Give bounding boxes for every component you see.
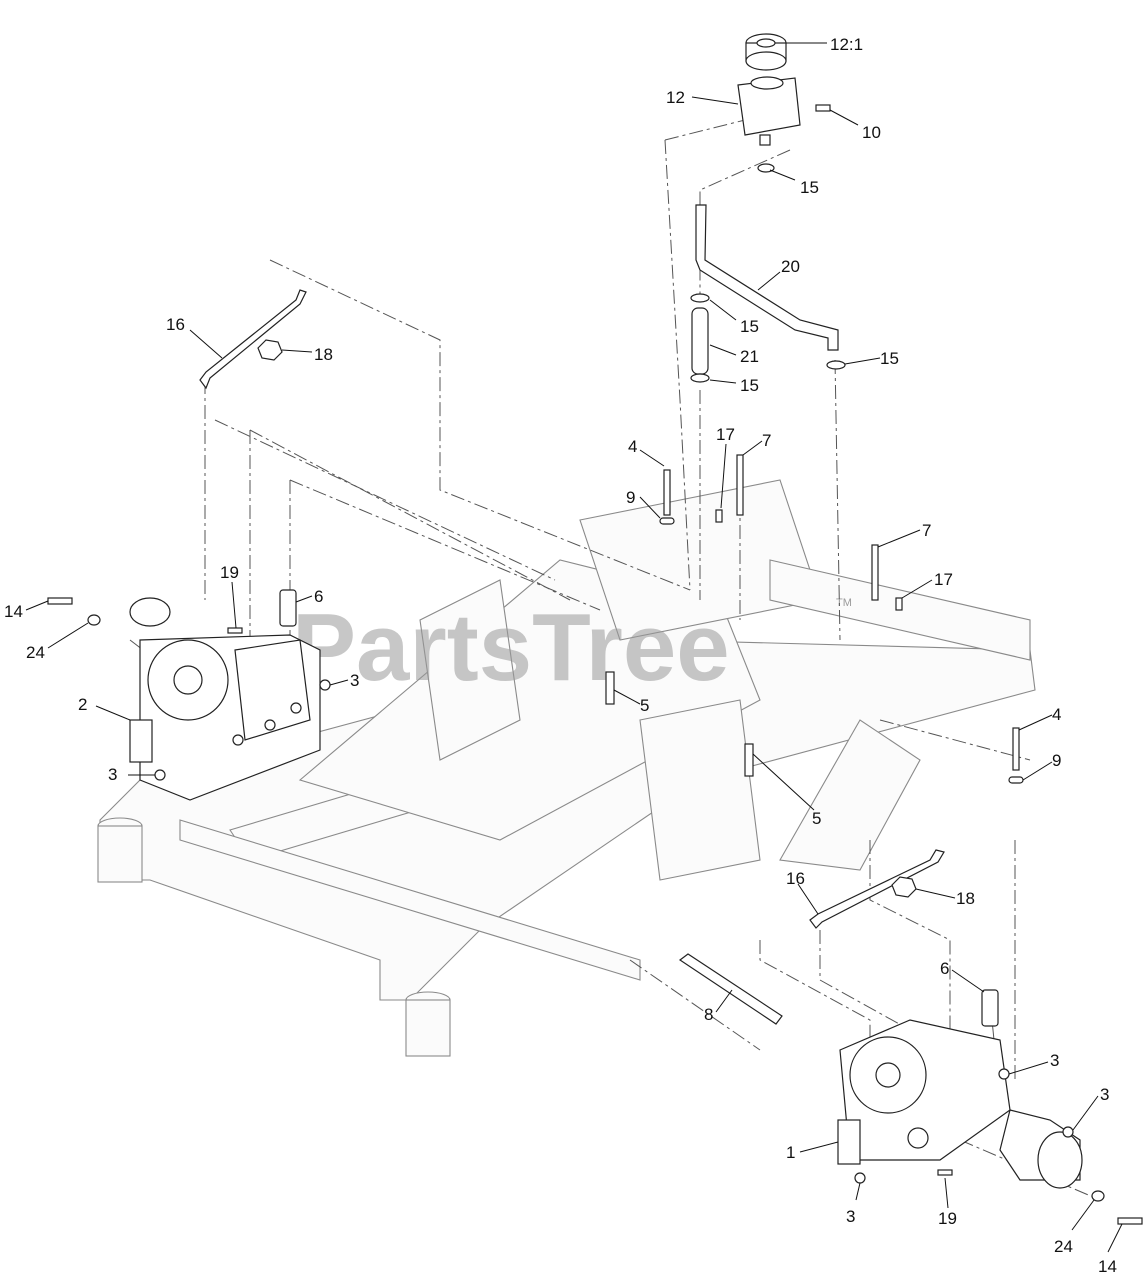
callout-label: 3 — [350, 671, 359, 690]
callout-label: 16 — [166, 315, 185, 334]
callout-label: 9 — [626, 488, 635, 507]
callout-label: 16 — [786, 869, 805, 888]
clamp-15-d — [826, 360, 846, 370]
mower-frame — [97, 479, 1036, 1057]
watermark-tm: TM — [836, 597, 852, 609]
washer-24-left — [87, 614, 101, 626]
nut-3-right-a — [998, 1068, 1010, 1080]
washer-9-right — [1008, 776, 1024, 784]
callout-label: 4 — [1052, 705, 1061, 724]
callout-label: 8 — [704, 1005, 713, 1024]
callout-label: 15 — [880, 349, 899, 368]
callout-label: 5 — [640, 696, 649, 715]
washer-9-top — [659, 517, 675, 525]
callout-label: 3 — [1100, 1085, 1109, 1104]
callout-label: 3 — [1050, 1051, 1059, 1070]
screw-10 — [815, 104, 831, 112]
bolt-7-top — [736, 454, 744, 516]
callout-label: 19 — [938, 1209, 957, 1228]
callout-label: 17 — [934, 570, 953, 589]
nut-3-left-b — [154, 769, 166, 781]
callout-label: 2 — [78, 695, 87, 714]
callout-label: 6 — [314, 587, 323, 606]
bolt-5-b — [744, 743, 754, 777]
callout-label: 15 — [800, 178, 819, 197]
bolt-14-left — [47, 597, 73, 605]
bolt-7-right — [871, 544, 879, 601]
callout-label: 3 — [108, 765, 117, 784]
nut-3-right-b — [1062, 1126, 1074, 1138]
callout-label: 18 — [314, 345, 333, 364]
hydro-pump-right-icon — [837, 1019, 1083, 1189]
callout-label: 24 — [26, 643, 45, 662]
bracket-16-left — [199, 289, 307, 390]
callout-label: 1 — [786, 1143, 795, 1162]
phantom-lines — [129, 119, 1101, 1201]
callout-label: 14 — [1098, 1257, 1117, 1276]
spacer-6-right — [981, 989, 999, 1027]
callout-label: 17 — [716, 425, 735, 444]
callout-label: 18 — [956, 889, 975, 908]
nut-3-left-a — [319, 679, 331, 691]
hose-20-icon — [695, 204, 839, 351]
callout-label: 12:1 — [830, 35, 863, 54]
bolt-4-top — [663, 469, 671, 516]
callout-label: 20 — [781, 257, 800, 276]
callout-label: 4 — [628, 437, 637, 456]
callout-label: 7 — [922, 521, 931, 540]
pin-17-top — [715, 509, 723, 523]
reservoir-tank-icon — [737, 76, 801, 146]
spacer-6-left — [279, 589, 297, 627]
clamp-15-b — [690, 293, 710, 303]
pin-19-left — [227, 627, 243, 634]
pin-19-right — [937, 1169, 953, 1176]
pin-17-right — [895, 597, 903, 611]
callout-label: 19 — [220, 563, 239, 582]
callout-label: 21 — [740, 347, 759, 366]
callout-label: 6 — [940, 959, 949, 978]
callout-label: 12 — [666, 88, 685, 107]
fill-cap-icon — [745, 33, 787, 71]
bolt-5-a — [605, 671, 615, 705]
callout-label: 15 — [740, 376, 759, 395]
bolt-4-right — [1012, 727, 1020, 771]
clamp-15-c — [690, 373, 710, 383]
callout-label: 3 — [846, 1207, 855, 1226]
bracket-16-right — [809, 849, 945, 929]
watermark-text: PartsTree — [292, 594, 730, 701]
callout-labels: 12:1 12 10 15 20 15 21 15 15 16 18 19 6 … — [4, 35, 1117, 1276]
callout-label: 24 — [1054, 1237, 1073, 1256]
hose-21-icon — [691, 307, 709, 375]
callout-label: 15 — [740, 317, 759, 336]
hydro-pump-left-icon — [129, 597, 321, 801]
bolt-14-right — [1117, 1217, 1143, 1225]
washer-24-right — [1091, 1190, 1105, 1202]
callout-label: 5 — [812, 809, 821, 828]
callout-label: 9 — [1052, 751, 1061, 770]
callout-label: 10 — [862, 123, 881, 142]
callout-label: 14 — [4, 602, 23, 621]
shaft-8 — [678, 953, 783, 1025]
knob-18-left — [257, 339, 283, 361]
callout-label: 7 — [762, 431, 771, 450]
nut-3-right-c — [854, 1172, 866, 1184]
leader-lines — [25, 42, 1123, 1253]
